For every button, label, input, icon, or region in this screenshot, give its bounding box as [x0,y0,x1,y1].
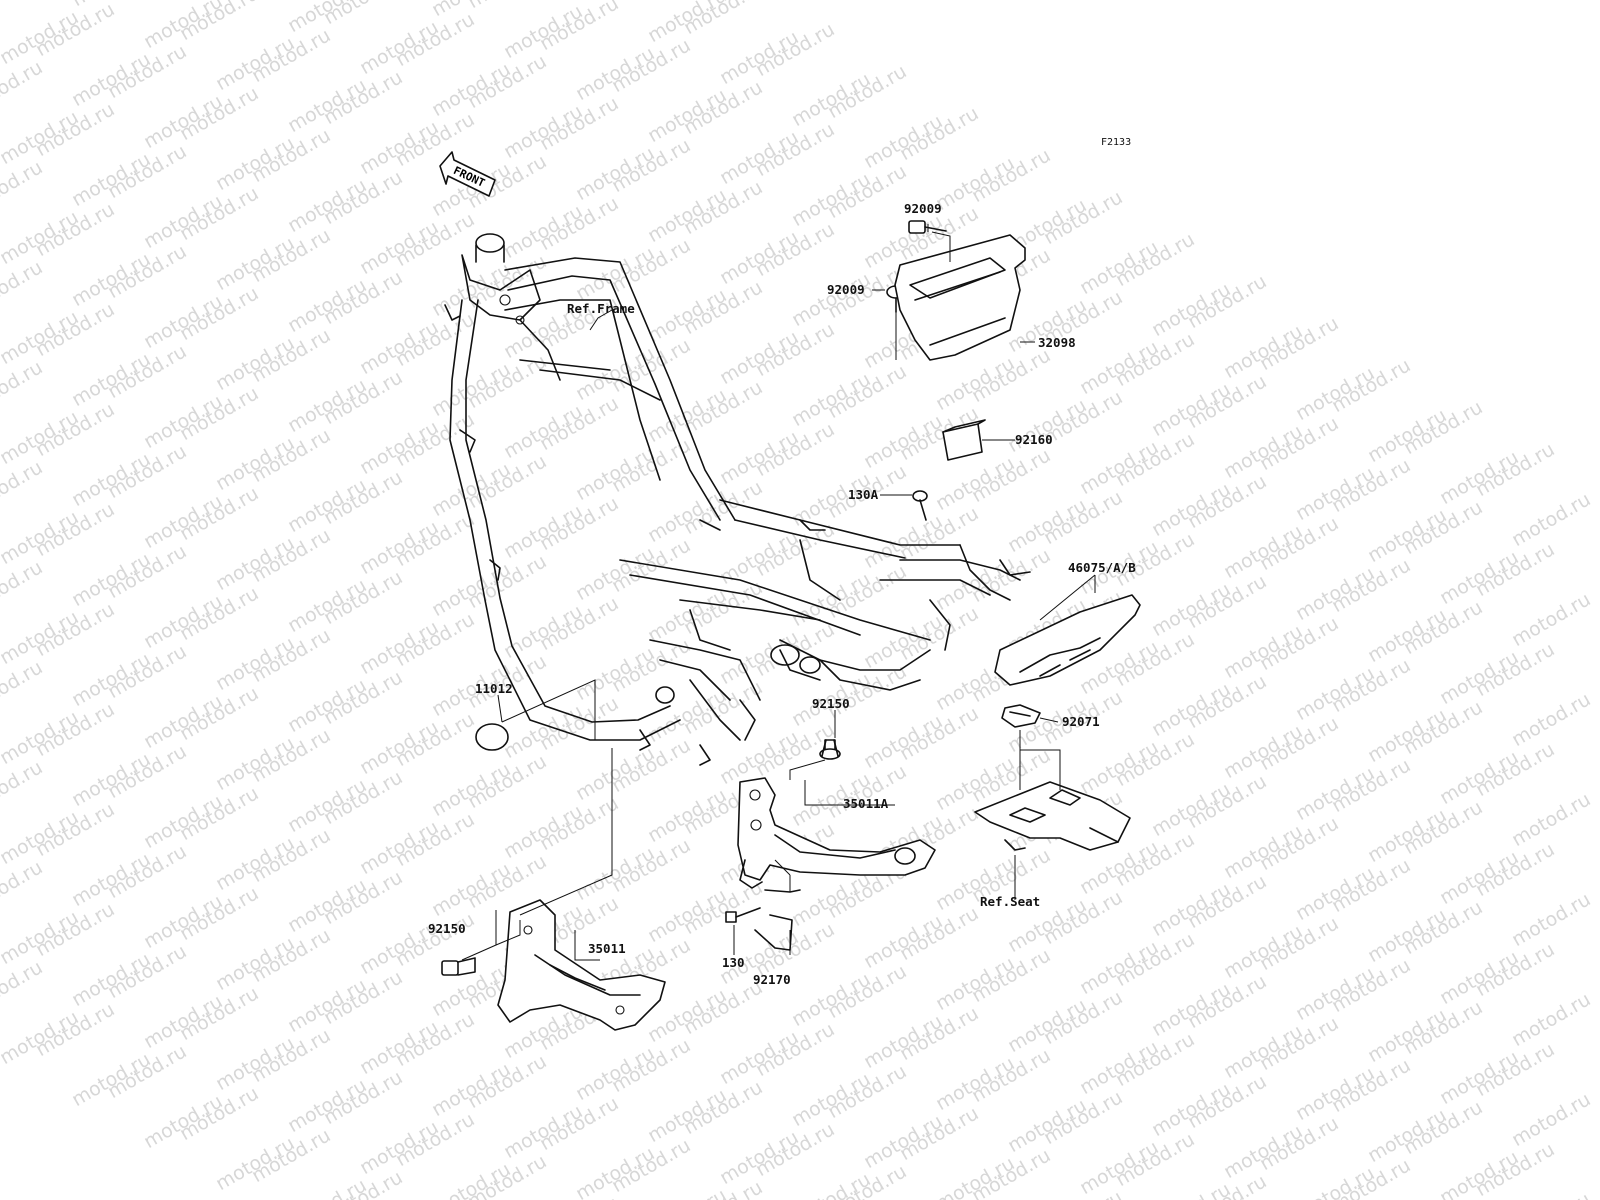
leader-lines [461,224,1096,961]
clip-92170 [754,889,801,951]
label-92071: 92071 [1062,714,1100,729]
bolt-92150-lower [441,957,476,976]
pad-92160 [942,419,986,461]
label-92170: 92170 [753,972,791,987]
cover-46075 [994,594,1141,686]
label-11012: 11012 [475,681,513,696]
label-32098: 32098 [1038,335,1076,350]
figure-code: F2133 [1101,137,1132,148]
footpeg-bracket-35011 [497,899,666,1031]
front-arrow-icon: FRONT [439,151,496,197]
label-130: 130 [722,955,745,970]
label-ref-frame: Ref.Frame [567,301,635,316]
frame-drawing [444,233,1031,766]
label-92150-upper: 92150 [812,696,850,711]
label-46075: 46075/A/B [1068,560,1136,575]
label-ref-seat: Ref.Seat [980,894,1041,909]
grommet-92071 [1001,704,1041,728]
battery-case-32098 [894,234,1026,361]
label-92009-upper: 92009 [904,201,942,216]
bolt-92150-upper [819,739,841,760]
label-92150-lower: 92150 [428,921,466,936]
bolt-130 [725,907,761,923]
label-92160: 92160 [1015,432,1053,447]
label-35011: 35011 [588,941,626,956]
label-130A: 130A [848,487,879,502]
label-92009-lower: 92009 [827,282,865,297]
seat-bracket [974,781,1131,851]
footpeg-bracket-35011A [737,777,936,889]
bolt-130A [912,490,928,521]
label-35011A: 35011A [843,796,889,811]
cap-11012 [475,723,509,751]
